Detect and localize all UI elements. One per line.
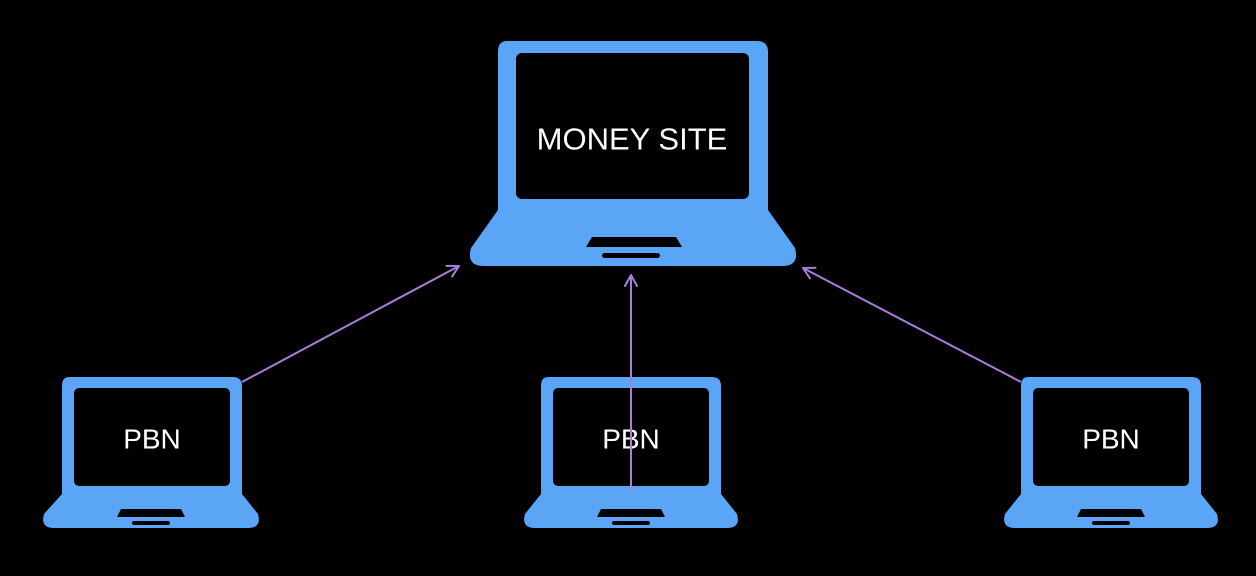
link-arrows <box>241 264 1022 493</box>
money-site-label: MONEY SITE <box>537 122 728 157</box>
pbn-label: PBN <box>1082 424 1140 455</box>
laptop-screen <box>74 388 230 486</box>
laptop-trackpad <box>597 509 665 517</box>
pbn-label: PBN <box>123 424 181 455</box>
pbn-node-right: PBN <box>1004 377 1218 528</box>
laptop-icon <box>469 41 797 266</box>
laptop-icon <box>43 377 259 528</box>
laptop-icon <box>1004 377 1218 528</box>
money-site-node: MONEY SITE <box>469 41 797 266</box>
pbn-node-left: PBN <box>43 377 259 528</box>
laptop-trackpad <box>586 237 682 247</box>
arrow-pbn-left-to-money-site <box>241 264 460 383</box>
arrow-pbn-right-to-money-site <box>802 266 1022 383</box>
laptop-trackpad <box>117 509 185 517</box>
laptop-screen <box>516 53 749 199</box>
laptop-screen <box>1033 388 1189 486</box>
laptop-trackpad <box>1077 509 1145 517</box>
